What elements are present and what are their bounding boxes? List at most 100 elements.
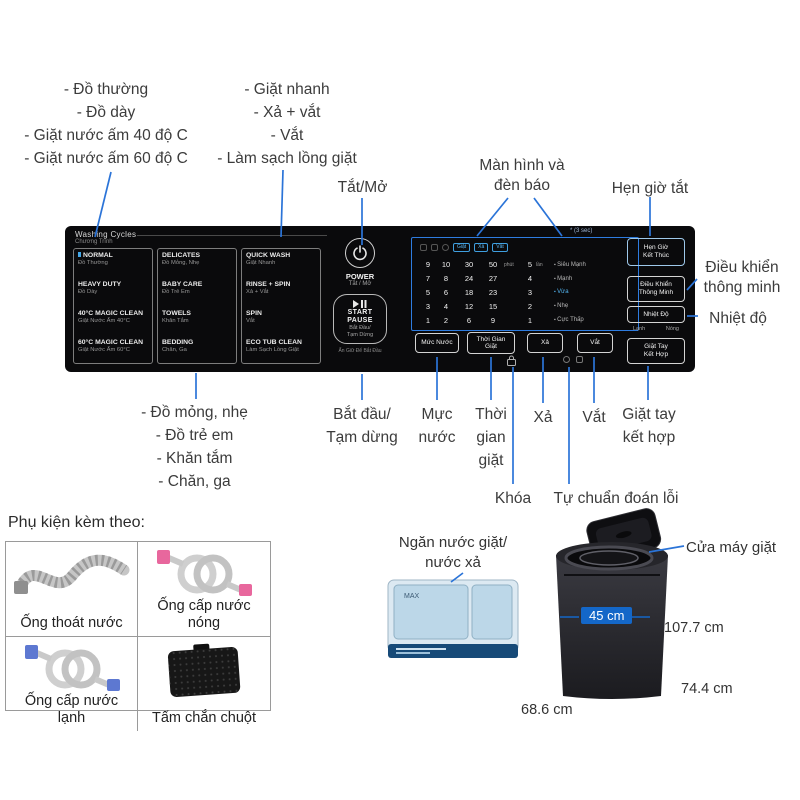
cycle-group-3: QUICK WASH Giặt Nhanh RINSE + SPIN Xả + … xyxy=(241,248,321,364)
detergent-drawer-image: MAX xyxy=(387,579,519,658)
display-value: 15 xyxy=(488,301,498,311)
start-pause-button[interactable]: START PAUSE Bắt Đầu/ Tạm Dừng xyxy=(333,294,387,344)
control-panel: Washing Cycles Chương Trình NORMAL Đồ Th… xyxy=(65,226,695,372)
hot-label: Nóng xyxy=(665,326,679,332)
button-label: Kết Hợp xyxy=(643,351,669,358)
annotation-spin: Vắt xyxy=(582,409,606,426)
cycle-60c-magic-clean[interactable]: 60°C MAGIC CLEAN Giặt Nước Ấm 60°C xyxy=(74,336,152,365)
level-label: Nhẹ xyxy=(554,303,614,309)
panel-title-vi: Chương Trình xyxy=(75,239,113,245)
temperature-button[interactable]: Nhiệt Độ xyxy=(627,306,685,323)
display-value: 9 xyxy=(425,260,431,270)
cycle-bedding[interactable]: BEDDING Chăn, Ga xyxy=(158,336,236,365)
display-value: 24 xyxy=(464,274,474,284)
annotation-line-text: Điều khiển xyxy=(705,259,779,276)
cycle-heavy-duty[interactable]: HEAVY DUTY Đồ Dày xyxy=(74,278,152,307)
caption-line: nóng xyxy=(187,615,221,631)
annotation-line-text: Màn hình và xyxy=(479,157,565,174)
display-row: 7 8 24 27 4 Mạnh xyxy=(420,272,614,286)
spin-button[interactable]: Vắt xyxy=(577,333,613,353)
cycle-towels[interactable]: TOWELS Khăn Tắm xyxy=(158,307,236,336)
display-value: 9 xyxy=(490,315,496,325)
accessories-table: Ống thoát nước Ống cấp nước nóng xyxy=(5,541,271,731)
annotation-display: Màn hình và đèn báo xyxy=(452,156,592,196)
cycle-name-vi: Giặt Nước Ấm 60°C xyxy=(78,347,130,353)
hot-hose-image xyxy=(157,550,252,596)
cycle-40c-magic-clean[interactable]: 40°C MAGIC CLEAN Giặt Nước Ấm 40°C xyxy=(74,307,152,336)
accessories-title: Phụ kiện kèm theo: xyxy=(8,514,145,531)
dimension-depth: 74.4 cm xyxy=(681,681,733,697)
diagnosis-icon xyxy=(576,356,583,363)
cold-label: Lạnh xyxy=(633,326,646,332)
power-button[interactable] xyxy=(345,238,375,268)
annotation-line-text: Giặt tay xyxy=(622,406,676,423)
cycle-spin[interactable]: SPIN Vắt xyxy=(242,307,320,336)
label-line: nước xả xyxy=(425,554,481,571)
cycle-delicates[interactable]: DELICATES Đồ Mỏng, Nhẹ xyxy=(158,249,236,278)
annotation-programs-col1: - Đồ thường - Đồ dày - Giặt nước ấm 40 đ… xyxy=(8,78,204,170)
diagnosis-icon xyxy=(563,356,570,363)
cycle-normal[interactable]: NORMAL Đồ Thường xyxy=(74,249,152,278)
drain-hose-image xyxy=(13,554,129,594)
wash-indicator: Giặt xyxy=(453,242,471,252)
water-level-button[interactable]: Mức Nước xyxy=(415,333,459,353)
cycle-baby-care[interactable]: BABY CARE Đồ Trẻ Em xyxy=(158,278,236,307)
display-value: 8 xyxy=(443,274,449,284)
display-value: 2 xyxy=(443,315,449,325)
annotation-line-text: gian xyxy=(476,429,506,446)
cycle-eco-tub-clean[interactable]: ECO TUB CLEAN Làm Sạch Lồng Giặt xyxy=(242,336,320,365)
drum-width-badge: 45 cm xyxy=(581,607,633,624)
button-label: Hẹn Giờ xyxy=(643,244,669,251)
button-label: Xả xyxy=(541,339,549,347)
power-icon xyxy=(353,245,367,261)
cycle-name-vi: Giặt Nhanh xyxy=(246,260,276,266)
display-value: 2 xyxy=(527,301,533,311)
display-value: 4 xyxy=(527,274,533,284)
rat-guard-image xyxy=(167,643,241,697)
cycle-rinse-spin[interactable]: RINSE + SPIN Xả + Vắt xyxy=(242,278,320,307)
display-value: 50 xyxy=(488,260,498,270)
end-timer-button[interactable]: Hẹn Giờ Kết Thúc xyxy=(627,238,685,266)
display-value: 3 xyxy=(527,287,533,297)
cycle-name-en: RINSE + SPIN xyxy=(246,281,291,288)
annotation-line-text: thông minh xyxy=(703,279,781,296)
dimension-width: 68.6 cm xyxy=(521,702,573,718)
level-label: Siêu Mạnh xyxy=(554,262,614,268)
display-indicators: Giặt Xả Vắt xyxy=(420,242,508,252)
caption-line: lạnh xyxy=(57,710,86,726)
annotation-start-pause: Bắt đầu/ Tạm dừng xyxy=(312,403,412,449)
button-label: Mức Nước xyxy=(421,339,453,347)
start-label-vi1: Bắt Đầu/ xyxy=(349,325,371,331)
level-label: Cực Thấp xyxy=(554,317,614,323)
start-label-en2: PAUSE xyxy=(347,317,373,324)
accessory-caption: Ống cấp nước nóng xyxy=(157,598,250,632)
annotation-line-text: giặt xyxy=(478,452,504,469)
wash-time-button[interactable]: Thời Gian Giặt xyxy=(467,332,515,354)
status-icon xyxy=(431,243,438,251)
cycle-name-en: 40°C MAGIC CLEAN xyxy=(78,310,144,317)
smart-control-button[interactable]: Điều Khiển Thông Minh xyxy=(627,276,685,302)
annotation-smart-control: Điều khiển thông minh xyxy=(694,258,790,298)
rinse-button[interactable]: Xả xyxy=(527,333,563,353)
display-value: 3 xyxy=(425,301,431,311)
play-pause-icon xyxy=(353,300,367,308)
display-value: 10 xyxy=(441,260,451,270)
cycle-quick-wash[interactable]: QUICK WASH Giặt Nhanh xyxy=(242,249,320,278)
annotation-line-text: - Giặt nhanh xyxy=(244,81,330,98)
child-lock-icons xyxy=(507,355,516,366)
handwash-button[interactable]: Giặt Tay Kết Hợp xyxy=(627,338,685,364)
caption-line: Ống cấp nước xyxy=(157,598,251,614)
display-value: 27 xyxy=(488,274,498,284)
button-label: Giặt xyxy=(485,343,497,350)
button-label: Thời Gian xyxy=(476,335,506,343)
cycle-name-vi: Làm Sạch Lồng Giặt xyxy=(246,347,299,353)
annotation-line-text: Tạm dừng xyxy=(326,429,398,446)
display-value: 6 xyxy=(466,315,472,325)
annotation-programs-col2: - Đồ mỏng, nhẹ - Đồ trẻ em - Khăn tắm - … xyxy=(112,401,277,493)
annotation-line-text: Bắt đầu/ xyxy=(333,406,391,423)
dimension-height: 107.7 cm xyxy=(664,620,724,636)
start-label-en1: START xyxy=(347,309,373,316)
cycle-name-vi: Đồ Thường xyxy=(78,260,108,266)
button-label: Kết Thúc xyxy=(643,252,669,259)
